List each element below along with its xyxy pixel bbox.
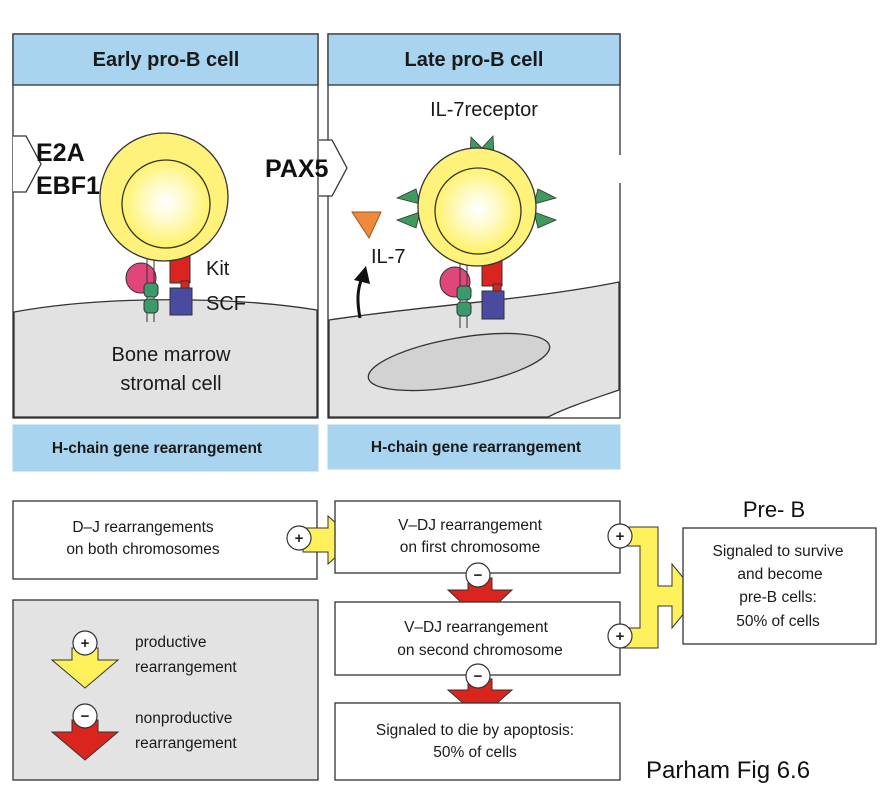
legend-productive-line-2: rearrangement bbox=[135, 659, 237, 676]
vdj-second-line-1: V–DJ rearrangement bbox=[404, 619, 549, 636]
early-hchain-label: H-chain gene rearrangement bbox=[52, 440, 262, 457]
first-minus-circle bbox=[465, 562, 491, 588]
legend-minus-circle bbox=[72, 703, 98, 729]
il7r-spike-left-2 bbox=[395, 211, 421, 229]
dj-line-2: on both chromosomes bbox=[66, 541, 220, 558]
late-scf-ligand bbox=[481, 290, 505, 320]
legend-nonproductive-arrow bbox=[50, 719, 120, 761]
vdj-first-box bbox=[334, 500, 621, 574]
late-frame-gap bbox=[617, 155, 625, 183]
stromal-label-line-2: stromal cell bbox=[120, 373, 221, 395]
stromal-label-line-1: Bone marrow bbox=[112, 344, 231, 366]
legend-nonproductive-line-1: nonproductive bbox=[135, 710, 232, 727]
il7r-spike-right-2 bbox=[533, 211, 558, 229]
il7-ligand bbox=[351, 211, 382, 240]
second-plus-circle bbox=[607, 623, 633, 649]
late-hchain-band bbox=[327, 424, 621, 470]
early-green-segment-2 bbox=[143, 298, 159, 314]
first-plus-circle bbox=[607, 523, 633, 549]
ebf1-label: EBF1 bbox=[36, 172, 100, 200]
dj-plus-sign: + bbox=[295, 530, 304, 547]
second-plus-sign: + bbox=[616, 628, 625, 645]
early-header-bar bbox=[12, 33, 319, 86]
vdj-first-line-2: on first chromosome bbox=[400, 539, 540, 556]
figure-caption: Parham Fig 6.6 bbox=[646, 757, 810, 784]
early-factor-arrow bbox=[13, 135, 42, 193]
first-plus-sign: + bbox=[616, 528, 625, 545]
vdj-first-line-1: V–DJ rearrangement bbox=[398, 517, 543, 534]
late-nucleus bbox=[434, 167, 522, 255]
kit-label: Kit bbox=[206, 258, 230, 280]
late-header-title: Late pro-B cell bbox=[405, 49, 544, 71]
late-stromal-nucleus bbox=[367, 332, 551, 392]
il7-receptor-label: IL-7receptor bbox=[430, 99, 538, 121]
late-green-segment-1 bbox=[456, 285, 472, 301]
early-nucleus bbox=[121, 159, 211, 249]
pre-b-title: Pre- B bbox=[743, 497, 805, 522]
second-minus-circle bbox=[465, 663, 491, 689]
legend-plus-circle bbox=[72, 630, 98, 656]
legend-plus-sign: + bbox=[81, 635, 90, 652]
e2a-label: E2A bbox=[36, 139, 85, 167]
late-hchain-label: H-chain gene rearrangement bbox=[371, 439, 581, 456]
pax5-label: PAX5 bbox=[265, 155, 329, 183]
late-factor-arrow bbox=[319, 139, 348, 197]
survive-line-1: Signaled to survive bbox=[713, 543, 844, 560]
legend-nonproductive-line-2: rearrangement bbox=[135, 735, 237, 752]
il7-label: IL-7 bbox=[371, 246, 405, 268]
survive-line-3: pre-B cells: bbox=[739, 589, 817, 606]
survive-line-4: 50% of cells bbox=[736, 613, 820, 630]
il7r-spike-right-1 bbox=[533, 188, 558, 205]
survive-line-2: and become bbox=[737, 566, 822, 583]
legend-productive-line-1: productive bbox=[135, 634, 207, 651]
legend-productive-arrow bbox=[50, 647, 120, 689]
dj-line-1: D–J rearrangements bbox=[72, 519, 214, 536]
survive-yellow-bracket-arrow bbox=[619, 526, 699, 649]
early-hchain-band bbox=[12, 424, 319, 472]
first-minus-sign: − bbox=[474, 567, 483, 584]
die-line-1: Signaled to die by apoptosis: bbox=[376, 722, 574, 739]
late-header-bar bbox=[327, 33, 621, 86]
late-pro-b-panel: Late pro-B cell PAX5 IL-7receptor IL-7 bbox=[265, 33, 625, 419]
die-line-2: 50% of cells bbox=[433, 744, 517, 761]
apoptosis-box bbox=[334, 702, 621, 781]
late-green-segment-2 bbox=[456, 301, 472, 317]
vdj-second-box bbox=[334, 601, 621, 676]
il7r-spike-left-1 bbox=[395, 188, 421, 205]
survive-box bbox=[682, 527, 877, 645]
dj-plus-circle bbox=[286, 525, 312, 551]
early-pro-b-panel: Early pro-B cell Bone marrow stromal cel… bbox=[12, 33, 319, 419]
second-minus-sign: − bbox=[474, 668, 483, 685]
scf-label: SCF bbox=[206, 293, 246, 315]
legend-box bbox=[12, 599, 319, 781]
early-scf-ligand bbox=[169, 287, 193, 316]
early-header-title: Early pro-B cell bbox=[93, 49, 240, 71]
dj-rearrangement-box bbox=[12, 500, 318, 580]
il7-arrowhead bbox=[354, 266, 370, 284]
vdj-second-line-2: on second chromosome bbox=[397, 642, 562, 659]
early-green-segment-1 bbox=[143, 282, 159, 298]
legend-minus-sign: − bbox=[81, 708, 90, 725]
